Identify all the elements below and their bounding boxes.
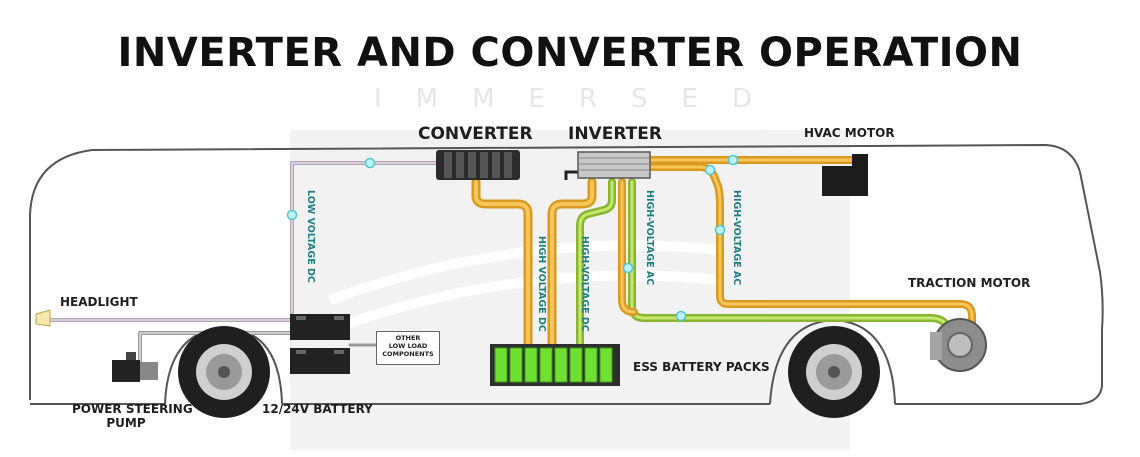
ess-battery-packs xyxy=(490,344,620,386)
other-line3: COMPONENTS xyxy=(382,350,434,358)
watermark-text: IMMERSED xyxy=(374,84,786,114)
high-voltage-dc-wiring xyxy=(471,177,616,349)
hvac-motor-label: HVAC MOTOR xyxy=(804,126,895,140)
high-voltage-ac-label-2: HIGH-VOLTAGE AC xyxy=(731,190,742,286)
power-steering-line1: POWER STEERING xyxy=(72,402,193,416)
headlight-label: HEADLIGHT xyxy=(60,295,138,309)
power-steering-line2: PUMP xyxy=(106,416,146,430)
battery-12-24-label: 12/24V BATTERY xyxy=(262,402,373,416)
hvac-motor xyxy=(822,154,868,196)
connection-nodes xyxy=(286,154,739,322)
other-line1: OTHER xyxy=(395,334,421,342)
headlight xyxy=(35,309,51,327)
watermark-shapes xyxy=(290,130,850,450)
power-steering-pump xyxy=(112,352,158,382)
converter-unit xyxy=(436,150,520,180)
converter-label: CONVERTER xyxy=(418,124,533,144)
front-wheel xyxy=(178,326,270,418)
inverter-label: INVERTER xyxy=(568,124,662,144)
inverter-unit xyxy=(564,151,651,180)
ess-battery-packs-label: ESS BATTERY PACKS xyxy=(633,360,770,374)
bus-outline xyxy=(29,143,1104,405)
high-voltage-ac-label-1: HIGH-VOLTAGE AC xyxy=(644,190,655,286)
high-voltage-dc-label-1: HIGH VOLTAGE DC xyxy=(536,236,547,332)
twelve-volt-batteries xyxy=(290,314,350,374)
power-steering-pump-label: POWER STEERING PUMP xyxy=(72,402,193,430)
rear-wheel xyxy=(788,326,880,418)
traction-motor xyxy=(930,318,987,372)
traction-motor-label: TRACTION MOTOR xyxy=(908,276,1031,290)
high-voltage-dc-label-2: HIGH-VOLTAGE DC xyxy=(579,236,590,332)
low-voltage-dc-label: LOW VOLTAGE DC xyxy=(305,190,316,283)
page-title: INVERTER AND CONVERTER OPERATION xyxy=(117,30,1023,76)
other-low-load-components-box: OTHER LOW LOAD COMPONENTS xyxy=(376,331,440,365)
other-line2: LOW LOAD xyxy=(388,342,428,350)
